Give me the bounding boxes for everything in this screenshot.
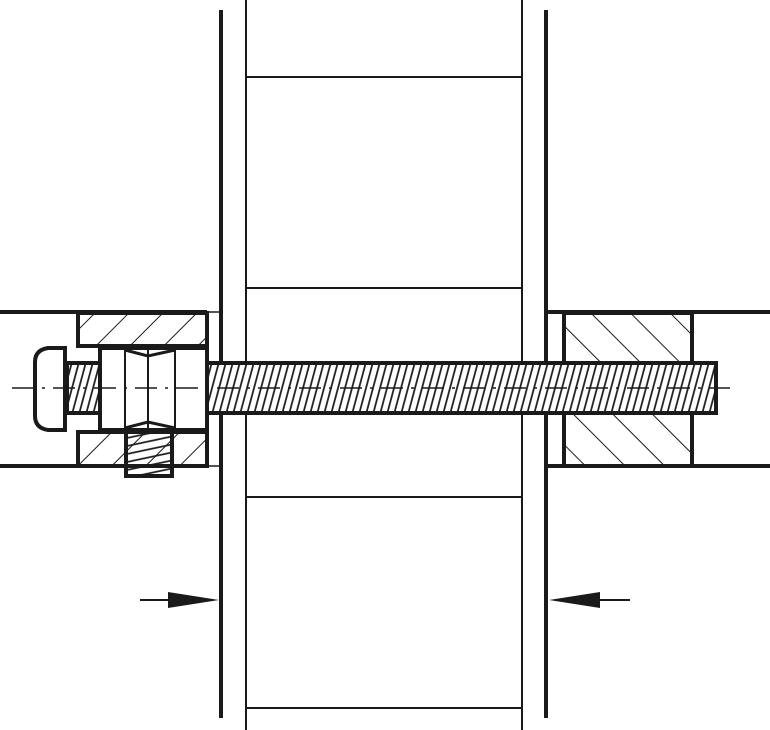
connector-nut [98, 346, 209, 432]
arrow-left-icon [549, 592, 600, 608]
arrow-right-icon [168, 592, 219, 608]
screw [33, 346, 102, 432]
dimension-arrows [140, 592, 630, 608]
grub-screw [124, 428, 174, 478]
